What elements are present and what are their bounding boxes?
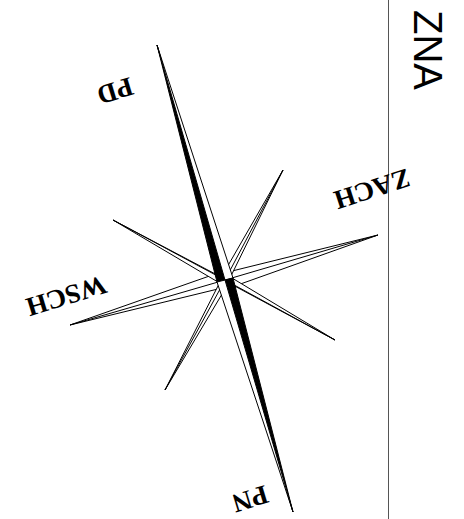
direction-label: WSCH xyxy=(23,270,110,320)
direction-label: PN xyxy=(229,480,271,516)
direction-label: ZACH xyxy=(331,163,414,213)
border-line xyxy=(388,0,389,519)
direction-label: PD xyxy=(94,72,136,108)
compass-needle xyxy=(157,45,293,512)
edge-label: ZNA xyxy=(408,10,448,90)
